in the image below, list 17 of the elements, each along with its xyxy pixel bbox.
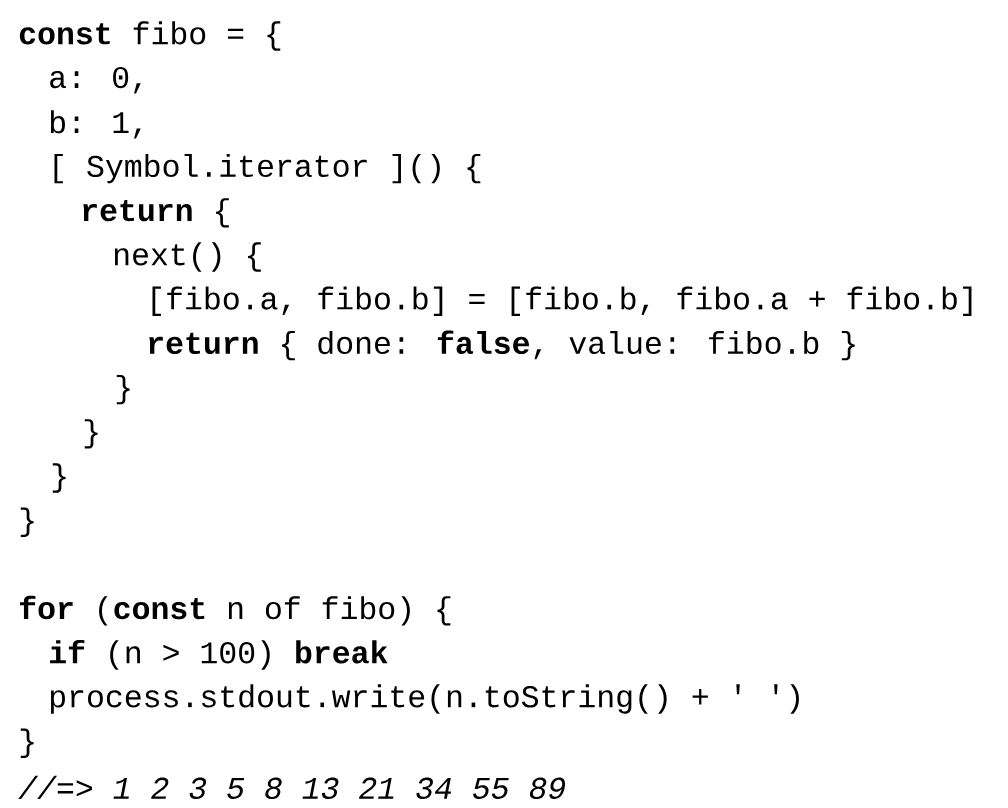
code-line: [fibo.a, fibo.b] = [fibo.b, fibo.a + fibo.b] [152,286,972,316]
code-line: } [116,374,130,405]
code-line: process.stdout.write(n.toString() + ' ') [50,684,799,714]
code-line: a: 0, [50,66,141,94]
code-line: for (const n of fibo) { [20,595,451,626]
output-comment: //=> 1 2 3 5 8 13 21 34 55 89 [18,775,566,799]
code-line: } [20,728,34,758]
code-line: next() { [114,242,261,272]
code-line: return { done: false, value: fibo.b } [149,330,855,361]
code-line: } [84,419,98,449]
code-line: [ Symbol.iterator ]() { [54,153,481,184]
code-line: return { [83,198,229,228]
code-line: } [20,507,34,537]
code-line: } [52,463,66,493]
code-line: b: 1, [50,110,141,139]
code-line: const fibo = { [19,21,281,51]
code-line: if (n > 100) break [50,639,388,670]
